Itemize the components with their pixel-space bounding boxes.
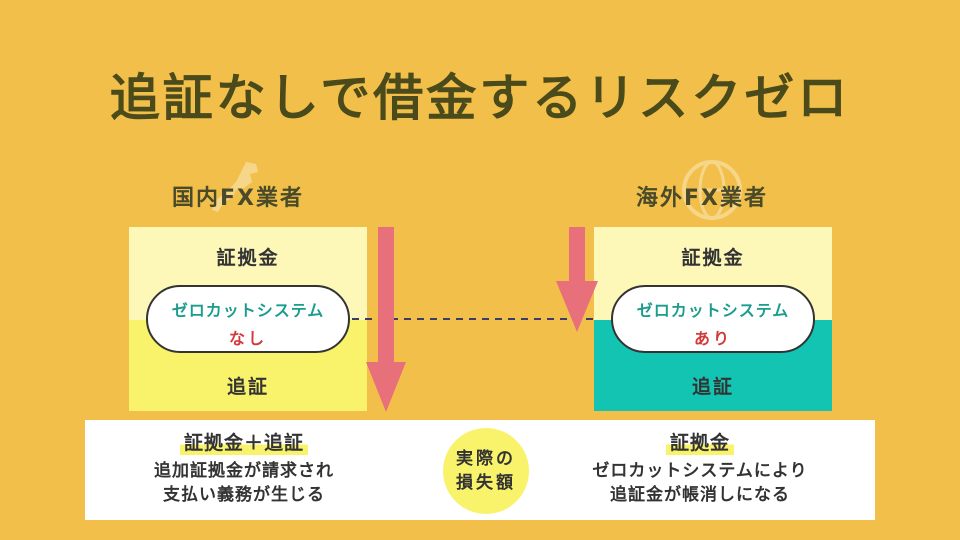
domestic-loss-head: 証拠金＋追証 xyxy=(179,428,308,455)
margin-call-label: 追証 xyxy=(226,376,269,398)
overseas-loss-result: 証拠金 ゼロカットシステムにより 追証金が帳消しになる xyxy=(550,428,850,507)
globe-icon xyxy=(682,160,742,220)
actual-loss-label: 実際の xyxy=(456,449,516,469)
zero-cut-title: ゼロカットシステム xyxy=(636,301,790,320)
overseas-loss-line: ゼロカットシステムにより xyxy=(592,461,808,481)
domestic-account-box: 証拠金 追証 ゼロカットシステム なし xyxy=(129,227,367,411)
overseas-provider-label: 海外FX業者 xyxy=(636,186,768,211)
domestic-loss-line: 追加証拠金が請求され xyxy=(154,461,334,481)
domestic-loss-result: 証拠金＋追証 追加証拠金が請求され 支払い義務が生じる xyxy=(94,428,394,507)
zero-cut-title: ゼロカットシステム xyxy=(171,301,325,320)
loss-comparison-panel: 証拠金＋追証 追加証拠金が請求され 支払い義務が生じる 実際の 損失額 証拠金 … xyxy=(85,420,875,520)
zero-cut-pill: ゼロカットシステム あり xyxy=(611,285,815,353)
right-loss-arrow xyxy=(556,227,598,332)
overseas-loss-head: 証拠金 xyxy=(665,428,734,455)
overseas-account-box: 証拠金 追証 ゼロカットシステム あり xyxy=(594,227,832,411)
zero-cut-pill: ゼロカットシステム なし xyxy=(146,285,350,353)
zero-cut-status: なし xyxy=(228,329,267,348)
overseas-loss-line: 追証金が帳消しになる xyxy=(610,485,790,505)
margin-label: 証拠金 xyxy=(681,247,745,269)
margin-call-label: 追証 xyxy=(691,376,734,398)
domestic-provider-label: 国内FX業者 xyxy=(172,186,304,211)
zero-cut-status: あり xyxy=(693,329,732,348)
margin-label: 証拠金 xyxy=(216,247,280,269)
domestic-loss-line: 支払い義務が生じる xyxy=(163,485,325,505)
page-title: 追証なしで借金するリスクゼロ xyxy=(109,69,851,127)
japan-map-icon xyxy=(212,162,258,212)
actual-loss-label: 損失額 xyxy=(456,473,516,493)
actual-loss-badge: 実際の 損失額 xyxy=(443,428,529,514)
left-loss-arrow xyxy=(366,227,406,412)
